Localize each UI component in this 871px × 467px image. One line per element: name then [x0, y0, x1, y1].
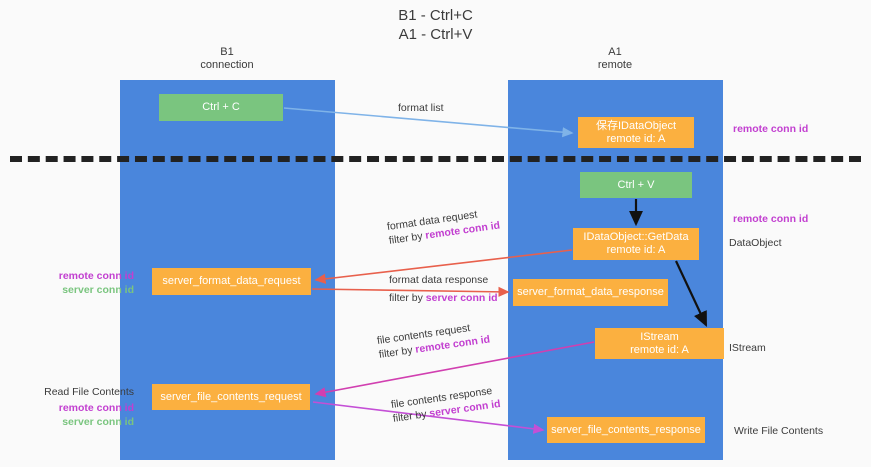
box-server-format-data-response[interactable]: server_format_data_response	[513, 279, 668, 306]
box-ctrl-c-label: Ctrl + C	[202, 101, 240, 113]
box-server-file-contents-response[interactable]: server_file_contents_response	[547, 417, 705, 443]
box-server-file-contents-response-label: server_file_contents_response	[551, 423, 701, 436]
box-server-format-data-response-label: server_format_data_response	[517, 286, 664, 298]
box-server-format-data-request-label: server_format_data_request	[162, 275, 301, 287]
annotation-right-dataobject: DataObject	[729, 237, 782, 249]
annotation-right-istream: IStream	[729, 342, 766, 354]
annotation-left-remote-conn-id-bottom: remote conn id	[58, 402, 134, 414]
annotation-left-read-file-contents: Read File Contents	[44, 386, 134, 398]
edge-label-format-data-response: format data response filter by server co…	[389, 273, 498, 305]
box-idataobject-getdata[interactable]: IDataObject::GetData remote id: A	[573, 228, 699, 260]
arrow-getdata-to-istream	[675, 260, 707, 327]
arrow-format-data-request	[314, 249, 573, 284]
edge-label-format-data-response-filter: filter by server conn id	[389, 291, 498, 305]
edge-label-format-list-text: format list	[398, 102, 444, 114]
filter-key-server-conn-id: server conn id	[425, 292, 498, 304]
annotation-left-conn-ids-mid: remote conn id server conn id	[22, 269, 134, 297]
box-ctrl-v-label: Ctrl + V	[617, 178, 655, 191]
box-save-idataobject-line2: remote id: A	[606, 132, 666, 145]
arrow-file-contents-response	[312, 401, 545, 434]
arrow-format-data-response	[311, 286, 510, 297]
title-line-2: A1 - Ctrl+V	[398, 26, 473, 43]
annotation-left-server-conn-id-bottom: server conn id	[62, 416, 134, 428]
annotation-right-remote-conn-id-mid: remote conn id	[733, 213, 809, 225]
diagram-title: B1 - Ctrl+C A1 - Ctrl+V	[0, 6, 871, 44]
annotation-right-remote-conn-id-top: remote conn id	[733, 123, 809, 135]
box-server-file-contents-request[interactable]: server_file_contents_request	[152, 384, 310, 410]
swimlane-a1-subtitle: remote	[597, 59, 633, 71]
box-save-idataobject[interactable]: 保存IDataObject remote id: A	[578, 117, 694, 148]
swimlane-header-a1: A1 remote	[535, 46, 695, 72]
filter-prefix: filter by	[389, 292, 426, 304]
box-getdata-line2: remote id: A	[606, 244, 666, 256]
box-server-file-contents-request-label: server_file_contents_request	[160, 390, 302, 403]
title-line-1: B1 - Ctrl+C	[398, 7, 473, 24]
arrow-format-list	[283, 107, 574, 138]
annotation-right-write-file-contents: Write File Contents	[734, 425, 824, 437]
swimlane-header-b1: B1 connection	[147, 46, 307, 72]
box-save-idataobject-line1: 保存IDataObject	[595, 119, 677, 132]
annotation-left-remote-conn-id-mid: remote conn id	[58, 270, 134, 282]
arrow-file-contents-request	[314, 341, 595, 398]
swimlane-a1-name: A1	[608, 46, 622, 58]
annotation-left-server-conn-id-mid: server conn id	[62, 284, 134, 296]
edge-label-format-data-response-text: format data response	[389, 274, 489, 286]
box-istream-line2: remote id: A	[630, 343, 689, 356]
box-istream[interactable]: IStream remote id: A	[595, 328, 724, 359]
swimlane-b1-subtitle: connection	[200, 59, 254, 71]
annotation-left-conn-ids-bottom: remote conn id server conn id	[22, 401, 134, 429]
box-ctrl-c[interactable]: Ctrl + C	[159, 94, 283, 121]
edge-label-format-list: format list	[398, 101, 444, 115]
box-getdata-line1: IDataObject::GetData	[583, 231, 689, 243]
box-ctrl-v[interactable]: Ctrl + V	[580, 172, 692, 198]
swimlane-b1-name: B1	[220, 46, 234, 58]
box-server-format-data-request[interactable]: server_format_data_request	[152, 268, 311, 295]
box-istream-line1: IStream	[640, 330, 679, 343]
phase-divider	[10, 156, 861, 162]
